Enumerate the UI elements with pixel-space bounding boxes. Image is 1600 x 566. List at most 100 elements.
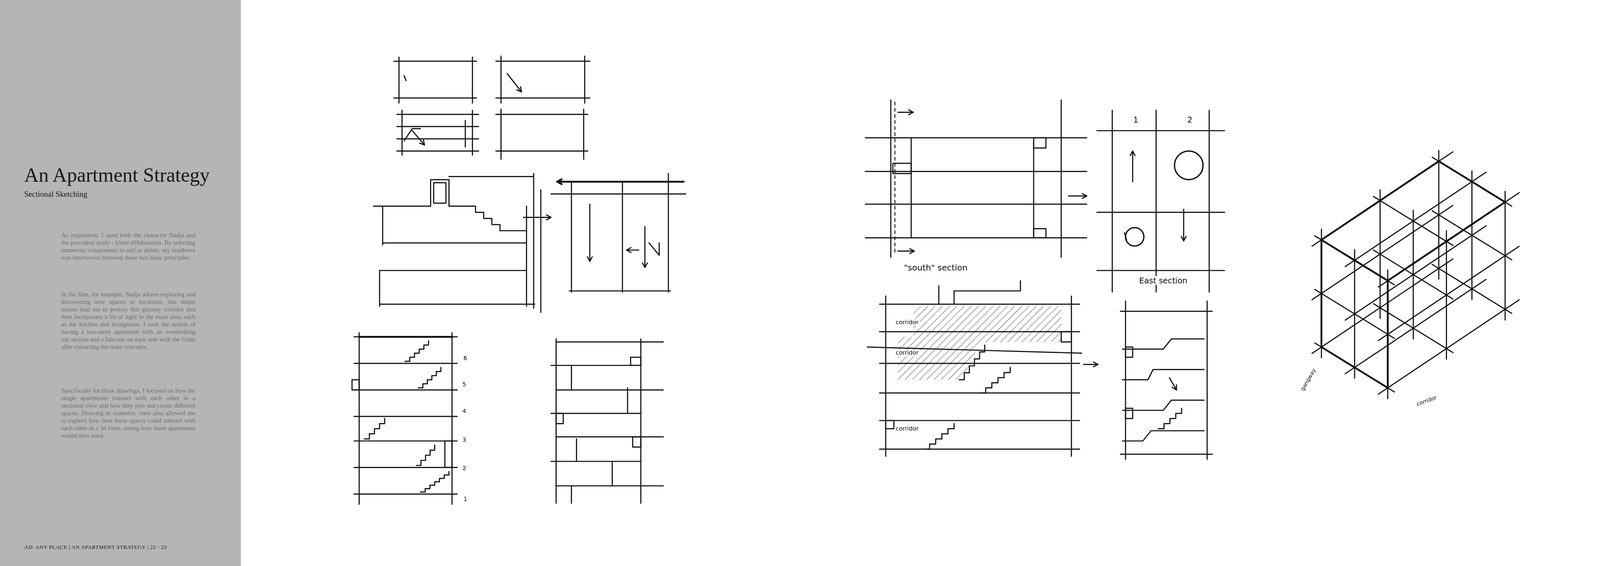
sketch-stroke — [507, 73, 522, 92]
sketch-stroke — [1032, 142, 1035, 237]
sketch-stroke — [495, 97, 590, 99]
sketch-stroke — [1438, 150, 1440, 280]
sketch-stroke — [1208, 110, 1210, 292]
sketch-stroke — [1155, 110, 1157, 292]
sketch-stroke — [632, 436, 641, 447]
sketch-stroke — [1120, 310, 1213, 313]
sketch-stroke — [397, 125, 479, 128]
sketch-stroke — [1033, 228, 1046, 238]
sketch-stroke — [570, 365, 573, 390]
sketch-stroke — [523, 216, 551, 218]
sketch-stroke — [354, 336, 458, 338]
sketch-stroke — [352, 379, 360, 390]
sketch-stroke — [418, 367, 441, 388]
sketch-stroke — [569, 290, 671, 292]
space-label: corridor — [894, 319, 920, 326]
sketch-stroke — [642, 262, 648, 268]
sketch-stroke — [587, 256, 593, 262]
sketch-stroke — [379, 270, 381, 307]
sketch-stroke — [382, 242, 527, 244]
sketch-stroke — [1097, 130, 1225, 132]
sketch-stroke — [1093, 361, 1098, 367]
sketch-stroke — [897, 111, 914, 113]
sketch-stroke — [1083, 363, 1098, 365]
column-number: 2 — [1185, 115, 1194, 124]
sketch-stroke — [879, 362, 1080, 365]
sketch-stroke — [979, 367, 1010, 393]
sketch-stroke — [865, 137, 1087, 139]
sketch-stroke — [667, 173, 670, 292]
sketch-stroke — [1132, 150, 1134, 182]
sketch-stroke — [1120, 453, 1213, 455]
sketch-stroke — [885, 295, 887, 457]
sketch-stroke — [1312, 258, 1453, 353]
column-number: 1 — [1132, 115, 1140, 124]
sketch-stroke — [556, 485, 664, 487]
sketch-stroke — [500, 230, 527, 232]
sketch-stroke — [649, 242, 660, 255]
sketch-stroke — [556, 389, 664, 391]
sketch-stroke — [373, 179, 468, 207]
sketch-stroke — [1169, 377, 1177, 390]
sketch-stroke — [393, 97, 477, 99]
sketch-stroke — [354, 415, 458, 418]
sketch-stroke — [1061, 331, 1072, 342]
sketch-stroke — [472, 110, 474, 155]
sketch-stroke — [644, 226, 646, 268]
sketch-stroke — [1206, 300, 1208, 460]
sketch-stroke — [897, 250, 915, 252]
sketch-stroke — [910, 248, 915, 254]
sketch-stroke — [419, 140, 425, 145]
sketch-stroke — [1130, 150, 1135, 156]
sketch-stroke — [589, 204, 591, 262]
space-label: corridor — [894, 425, 920, 432]
sketch-stroke — [495, 150, 588, 152]
sketch-stroke — [1060, 100, 1063, 258]
sketch-stroke — [500, 109, 502, 160]
sketch-stroke — [1122, 338, 1205, 349]
sketch-stroke — [865, 203, 1087, 205]
sketch-stroke — [449, 175, 534, 178]
sketch-stroke — [865, 170, 1087, 173]
sketch-stroke — [1111, 110, 1113, 292]
sketch-stroke — [879, 331, 1080, 333]
sketch-stroke — [382, 206, 384, 245]
sketch-stroke — [1471, 170, 1473, 300]
sketch-stroke — [570, 485, 573, 504]
sketch-stroke — [1345, 172, 1486, 267]
body-paragraph: Specifically for these drawings, I focus… — [61, 386, 196, 440]
sketch-stroke — [516, 86, 522, 92]
sketch-stroke — [472, 57, 474, 103]
heavy-stroke — [1321, 161, 1505, 281]
sketch-stroke — [525, 206, 528, 307]
sketch-stroke — [420, 471, 450, 492]
page-title: An Apartment Strategy — [24, 163, 210, 187]
heavy-stroke — [557, 180, 684, 183]
sketch-stroke — [1172, 384, 1177, 390]
sketch-stroke — [354, 440, 458, 442]
sketch-stroke — [1033, 137, 1046, 148]
sketch-stroke — [954, 280, 1021, 304]
sketch-stroke — [556, 436, 664, 438]
floor-number: 6 — [462, 355, 469, 362]
heavy-stroke — [557, 179, 562, 185]
sketch-stroke — [630, 357, 641, 366]
sketch-stroke — [908, 110, 914, 115]
sketch-stroke — [1070, 295, 1073, 457]
sketch-stroke — [495, 113, 588, 115]
sketch-stroke — [550, 460, 641, 463]
body-paragraph: As inspiration, I used both the characte… — [61, 231, 196, 262]
dashed-stroke — [894, 102, 896, 255]
heavy-stroke — [1321, 240, 1388, 388]
sketch-stroke — [364, 418, 385, 439]
sketch-stroke — [1122, 369, 1205, 380]
circulation-circle — [1125, 227, 1144, 246]
sketch-stroke — [556, 413, 564, 424]
sketch-stroke — [467, 206, 500, 231]
subtitle: Sectional Sketching — [24, 189, 88, 199]
sketch-stroke — [397, 113, 479, 115]
sketch-stroke — [910, 137, 913, 238]
sketch-stroke — [412, 130, 425, 145]
section-label: "south" section — [902, 262, 969, 273]
